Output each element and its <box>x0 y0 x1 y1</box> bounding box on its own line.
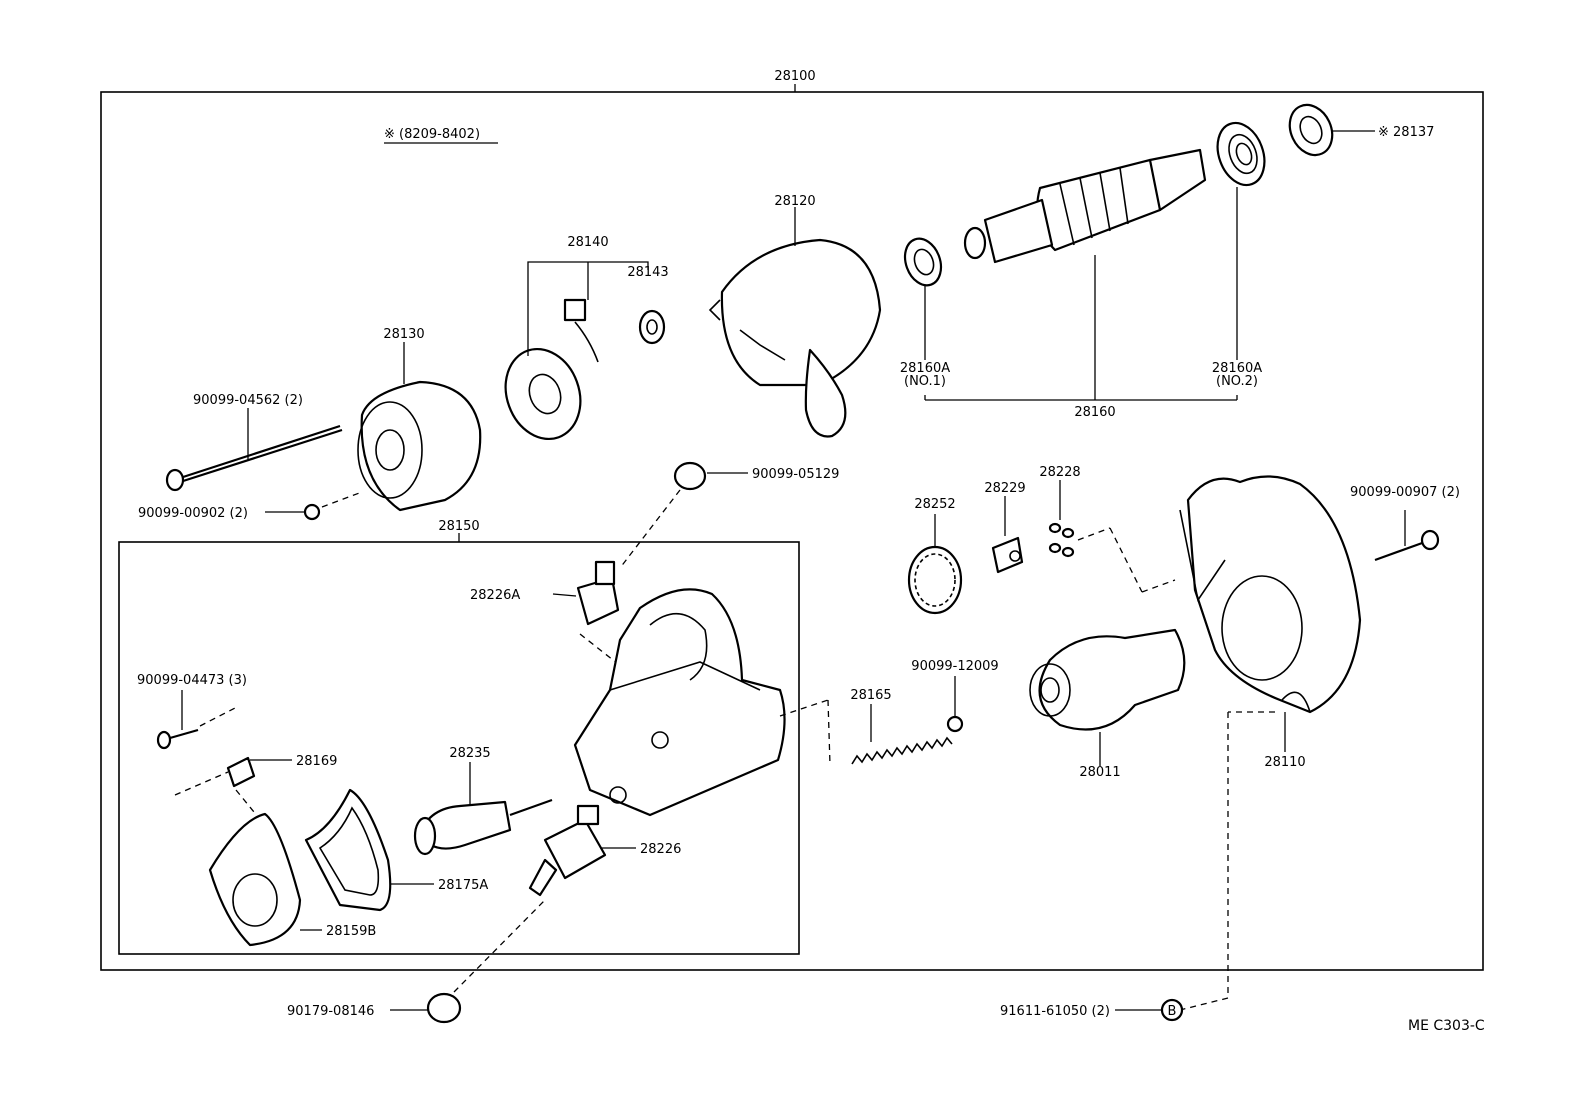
label-28160a-1: 28160A <box>900 361 950 376</box>
label-28226: 28226 <box>640 842 681 857</box>
end-cover <box>357 342 482 512</box>
washer-28137 <box>1288 103 1375 157</box>
label-28160a-2: 28160A <box>1212 361 1262 376</box>
label-28160: 28160 <box>1074 405 1115 420</box>
label-90179-08146: 90179-08146 <box>287 1004 374 1019</box>
label-90099-05129: 90099-05129 <box>752 467 839 482</box>
label-90099-04473: 90099-04473 (3) <box>137 673 247 688</box>
bearing-no2 <box>1216 121 1266 187</box>
label-28130: 28130 <box>383 327 424 342</box>
sub-assembly-frame: 28150 <box>118 519 800 955</box>
diagram-code: ME C303-C <box>1408 1018 1485 1034</box>
label-28228: 28228 <box>1039 465 1080 480</box>
label-90099-00902: 90099-00902 (2) <box>138 506 248 521</box>
nut-08146 <box>390 899 546 1024</box>
retainer-28229 <box>991 496 1024 574</box>
label-91611-61050: 91611-61050 (2) <box>1000 1004 1110 1019</box>
bolt-00907 <box>1374 510 1440 562</box>
callout-b: B <box>1115 998 1184 1022</box>
bolt-04473 <box>156 690 236 750</box>
label-28011: 28011 <box>1079 765 1120 780</box>
label-28169: 28169 <box>296 754 337 769</box>
magnetic-switch <box>573 588 786 817</box>
armature <box>963 148 1207 264</box>
screw-00902 <box>265 491 363 521</box>
label-28165: 28165 <box>850 688 891 703</box>
label-28160a-1-sub: (NO.1) <box>904 374 946 389</box>
bearing-no1 <box>903 237 943 287</box>
spring-28165 <box>779 699 953 766</box>
label-28159b: 28159B <box>326 924 376 939</box>
idler-gear <box>907 514 963 615</box>
date-range-note: ※ (8209-8402) <box>384 127 480 142</box>
label-28229: 28229 <box>984 481 1025 496</box>
bracket-28160 <box>924 187 1238 401</box>
label-28110: 28110 <box>1264 755 1305 770</box>
drive-housing <box>1179 475 1362 1011</box>
label-28175a: 28175A <box>438 878 488 893</box>
assembly-label: 28100 <box>774 69 815 84</box>
label-28140: 28140 <box>567 235 608 250</box>
label-90099-04562: 90099-04562 (2) <box>193 393 303 408</box>
label-28226a: 28226A <box>470 588 520 603</box>
label-90099-00907: 90099-00907 (2) <box>1350 485 1460 500</box>
label-28143: 28143 <box>627 265 668 280</box>
clip-28169 <box>174 756 292 813</box>
terminal-28226 <box>528 804 636 897</box>
plunger <box>413 762 553 856</box>
gasket-28175a <box>304 788 434 912</box>
nut-05129 <box>619 461 748 569</box>
cover-28159b <box>208 812 322 947</box>
sub-assembly-label: 28150 <box>438 519 479 534</box>
label-28235: 28235 <box>449 746 490 761</box>
rollers-28228 <box>1048 480 1176 593</box>
label-28120: 28120 <box>774 194 815 209</box>
part-labels: ※ 28137 28120 28140 28143 28130 90099-04… <box>137 125 1485 1034</box>
ball-12009 <box>946 676 964 733</box>
label-28137: ※ 28137 <box>1378 125 1434 140</box>
brush-holder <box>504 261 666 441</box>
label-28252: 28252 <box>914 497 955 512</box>
through-bolt <box>165 408 343 492</box>
assembly-frame: 28100 <box>100 69 1484 971</box>
label-90099-12009: 90099-12009 <box>911 659 998 674</box>
clutch-28011 <box>1029 628 1186 766</box>
label-28160a-2-sub: (NO.2) <box>1216 374 1258 389</box>
callout-b-text: B <box>1168 1004 1177 1019</box>
note-text: ※ (8209-8402) <box>384 127 498 144</box>
yoke-28120 <box>708 207 882 438</box>
